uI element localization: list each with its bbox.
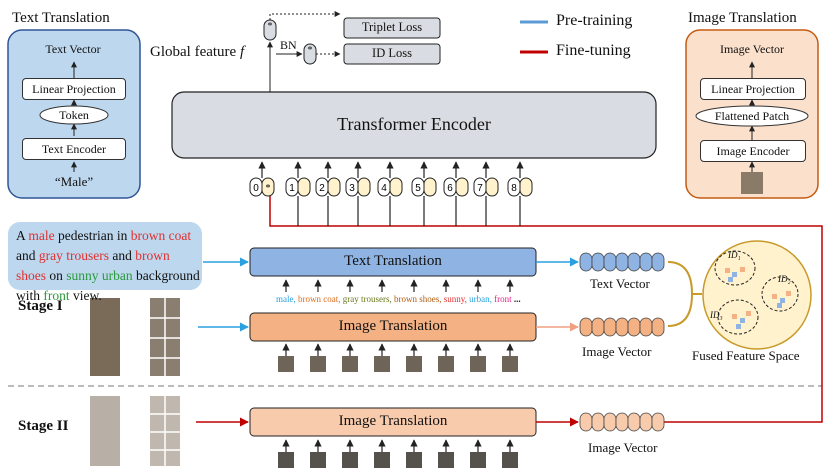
stage1-person-image: [90, 298, 120, 376]
cls-star: *: [266, 183, 271, 194]
triplet-loss-label: Triplet Loss: [361, 20, 423, 34]
stage1-patches: [278, 356, 518, 372]
position-token-5: 5: [411, 177, 437, 197]
position-index-0: 0: [253, 183, 259, 194]
image-translation-title: Image Translation: [688, 10, 797, 26]
text-vector-label: Text Vector: [45, 41, 101, 56]
fused-feature-space-label: Fused Feature Space: [692, 348, 800, 363]
transformer-encoder-label: Transformer Encoder: [337, 114, 491, 134]
image-linear-projection: Linear Projection: [700, 78, 806, 100]
id1-label: ID₁: [728, 250, 741, 260]
finetune-path: [269, 182, 823, 423]
id-loss-box: [343, 43, 441, 65]
stage2-image-translation-label: Image Translation: [338, 413, 448, 429]
legend-pretraining: Pre-training: [556, 12, 633, 29]
stage1-label: Stage I: [18, 298, 63, 314]
flattened-patch-ellipse: [695, 105, 809, 127]
text-linear-projection: Linear Projection: [22, 78, 126, 100]
text-input-male: “Male”: [54, 174, 94, 189]
token-ellipse: [39, 105, 109, 125]
stage2-image-vector-label: Image Vector: [588, 440, 658, 455]
position-token-4: 4: [377, 177, 403, 197]
panel-image-thumbnail: [741, 172, 763, 194]
position-token-0: 0*: [249, 177, 275, 197]
stage1-image-vector-chips: [579, 317, 665, 337]
position-index-1: 1: [289, 183, 295, 194]
attribute-token-row: male, brown coat, gray trousers, brown s…: [276, 294, 521, 304]
id-loss-label: ID Loss: [372, 46, 412, 60]
position-index-7: 7: [477, 183, 483, 194]
caption-bubble: [8, 222, 202, 290]
feature-points: [725, 267, 791, 329]
position-index-3: 3: [349, 183, 355, 194]
position-token-3: 3: [345, 177, 371, 197]
flattened-patch-label: Flattened Patch: [714, 109, 790, 123]
stage1-text-vector-chips: [579, 252, 665, 272]
stage2-label: Stage II: [18, 418, 69, 434]
fusion-bracket: [667, 261, 694, 327]
id2-cluster: [761, 276, 799, 312]
id3-label: ID₃: [710, 310, 723, 320]
position-token-7: 7: [473, 177, 499, 197]
position-token-2: 2: [315, 177, 341, 197]
token-label: Token: [59, 108, 89, 122]
text-encoder-box: Text Encoder: [22, 138, 126, 160]
global-star: *: [267, 21, 273, 32]
stage1-image-vector-label: Image Vector: [582, 344, 652, 359]
global-feature-label: Global feature f: [150, 44, 245, 60]
position-token-6: 6: [443, 177, 469, 197]
stage2-person-image: [90, 396, 120, 466]
position-index-2: 2: [319, 183, 325, 194]
id3-cluster: [717, 299, 759, 335]
image-encoder-box: Image Encoder: [700, 140, 806, 162]
bn-star: *: [307, 45, 313, 56]
id2-label: ID₂: [778, 274, 791, 284]
bn-label: BN: [280, 38, 297, 52]
position-index-4: 4: [381, 183, 387, 194]
stage1-text-translation-label: Text Translation: [344, 253, 442, 269]
caption-text: A male pedestrian in brown coat and gray…: [16, 228, 200, 303]
text-translation-title: Text Translation: [12, 10, 110, 26]
position-token-1: 1: [285, 177, 311, 197]
position-index-8: 8: [511, 183, 517, 194]
stage2-patches: [278, 452, 518, 468]
position-token-8: 8: [507, 177, 533, 197]
stage2-image-vector-chips: [579, 412, 665, 432]
transformer-encoder-box: [171, 91, 657, 159]
position-index-6: 6: [447, 183, 453, 194]
position-index-5: 5: [415, 183, 421, 194]
image-vector-label: Image Vector: [719, 41, 785, 56]
stage1-text-vector-label: Text Vector: [590, 276, 650, 291]
legend-finetuning: Fine-tuning: [556, 42, 631, 59]
fused-feature-circle: [702, 240, 812, 350]
stage1-image-translation-label: Image Translation: [338, 318, 448, 334]
id1-cluster: [714, 250, 756, 286]
triplet-loss-box: [343, 17, 441, 39]
